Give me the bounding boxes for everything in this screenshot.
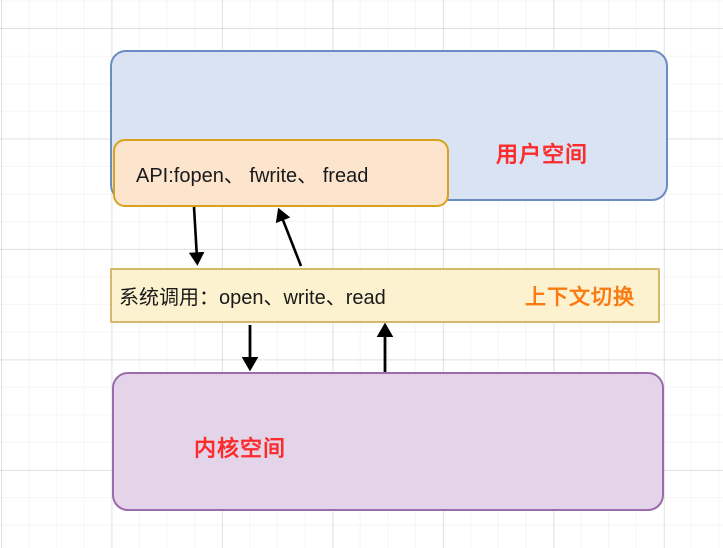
kernel-space-box[interactable]: 内核空间 — [112, 372, 664, 511]
arrow-api-to-syscall-down — [188, 206, 205, 266]
syscall-box[interactable]: 系统调用：open、write、read 上下文切换 — [110, 268, 660, 323]
api-box[interactable]: API:fopen、 fwrite、 fread — [113, 139, 449, 207]
api-label: API:fopen、 fwrite、 fread — [136, 164, 369, 187]
context-switch-label: 上下文切换 — [525, 286, 635, 309]
arrow-syscall-to-api-up — [275, 207, 303, 267]
kernel-space-label: 内核空间 — [194, 436, 287, 461]
user-space-label: 用户空间 — [496, 142, 589, 167]
syscall-label: 系统调用：open、write、read — [119, 287, 386, 309]
